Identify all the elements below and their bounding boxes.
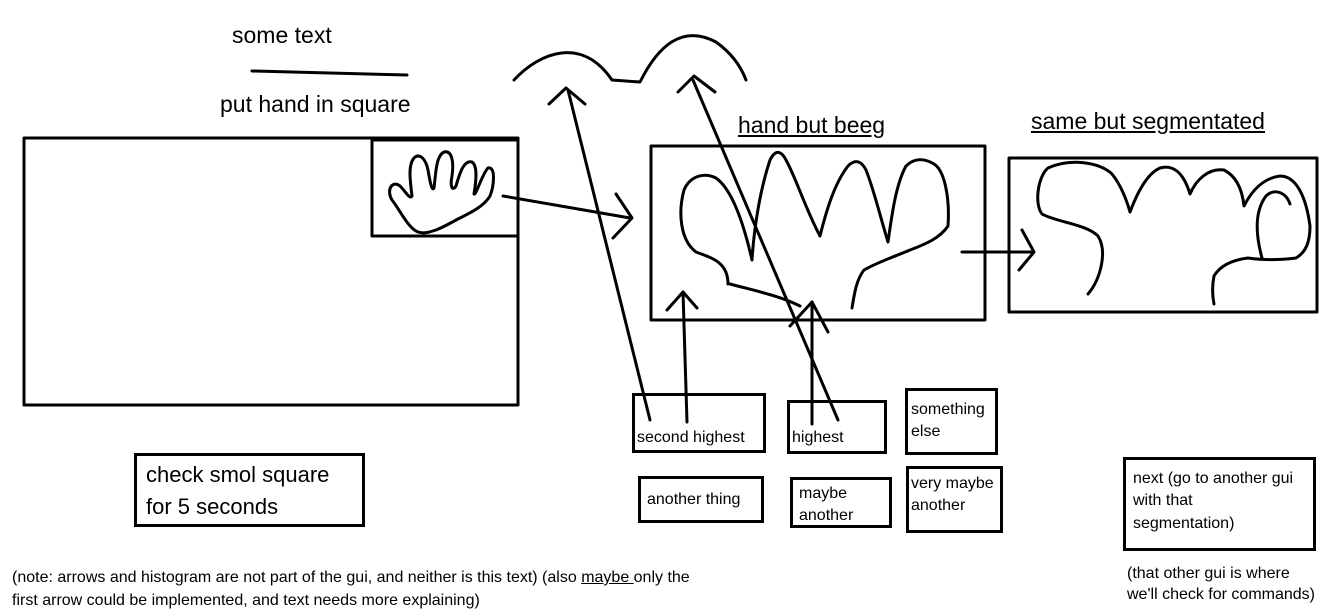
check-button[interactable]: check smol square for 5 seconds [134, 453, 365, 527]
small-hand-drawing [388, 150, 495, 235]
note-underlined: maybe [581, 569, 634, 586]
segmented-finger-outline [1255, 190, 1292, 260]
very-maybe-another-button[interactable]: very maybe another [906, 466, 1003, 533]
note-line-2: first arrow could be implemented, and te… [12, 592, 480, 609]
highest-label: highest [792, 429, 844, 446]
big-hand-box [649, 144, 987, 322]
segmented-hand-drawing [1036, 160, 1312, 306]
another-thing-label: another thing [647, 491, 741, 508]
big-hand-drawing [679, 151, 950, 310]
segmented-box [1007, 156, 1319, 314]
segmented-title: same but segmentated [1031, 108, 1265, 134]
some-text-label: some text [232, 22, 332, 48]
maybe-another-label: maybe another [799, 485, 854, 525]
arrow-second-highest-up [681, 290, 689, 424]
big-hand-title: hand but beeg [738, 112, 886, 138]
second-highest-label: second highest [637, 429, 745, 446]
note-part-1: (note: arrows and histogram are not part… [12, 569, 582, 586]
very-maybe-another-label: very maybe another [911, 475, 994, 515]
maybe-another-button[interactable]: maybe another [790, 477, 892, 528]
check-button-label: check smol square for 5 seconds [146, 462, 330, 519]
note-line-1: (note: arrows and histogram are not part… [12, 569, 690, 587]
arrow-to-big-hand [501, 194, 632, 220]
something-else-label: something else [911, 401, 985, 441]
put-hand-instruction: put hand in square [220, 91, 411, 117]
arrow-highest-to-histogram [691, 78, 840, 422]
something-else-button[interactable]: something else [905, 388, 998, 455]
histogram-curve [512, 34, 748, 84]
highest-button[interactable]: highest [787, 400, 887, 454]
next-button-label: next (go to another gui with that segmen… [1133, 470, 1294, 532]
hand-square [370, 138, 520, 238]
arrow-second-highest-to-histogram [566, 88, 652, 422]
second-highest-button[interactable]: second highest [632, 393, 766, 453]
other-gui-note: (that other gui is where we'll check for… [1127, 565, 1315, 603]
big-hand-wrist [728, 282, 802, 308]
note-part-2: only the [633, 569, 690, 586]
another-thing-button[interactable]: another thing [638, 476, 764, 523]
next-button[interactable]: next (go to another gui with that segmen… [1123, 457, 1316, 551]
divider-line [250, 69, 409, 77]
camera-view [22, 136, 520, 407]
